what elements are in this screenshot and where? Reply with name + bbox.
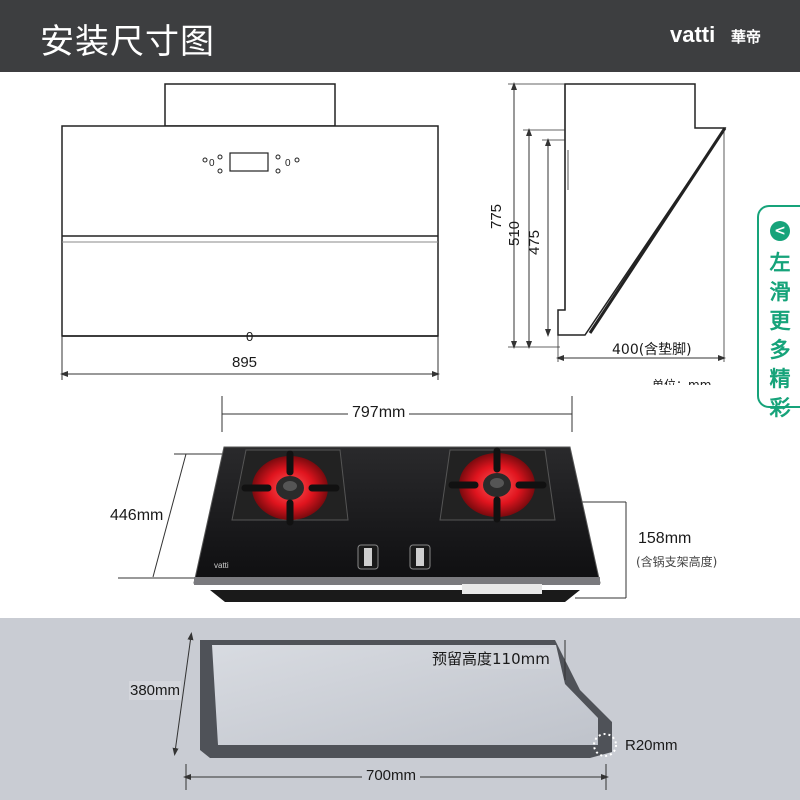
svg-text:0: 0: [209, 158, 215, 169]
left-burner: [231, 449, 349, 526]
cooktop-front-strip: [194, 577, 600, 585]
swipe-more-tab[interactable]: < 左滑更多精彩: [757, 205, 800, 420]
hood-side-profile: [557, 83, 727, 336]
cooktop-height-label: 158mm: [638, 530, 692, 547]
hood-front-view: 0 0: [60, 83, 440, 380]
hood-chimney: [164, 83, 336, 127]
page-title: 安装尺寸图: [40, 22, 215, 62]
cooktop-height-note: (含锅支架高度): [636, 555, 718, 569]
hood-body: [61, 125, 439, 337]
cutout-radius-label: R20mm: [625, 737, 678, 754]
left-knob: [357, 544, 379, 570]
hood-control-panel: 0 0: [202, 152, 300, 174]
hood-height-510: 510: [506, 220, 524, 247]
right-knob: [409, 544, 431, 570]
cooktop-label-plate: [462, 584, 542, 594]
cooktop-width-label: 797mm: [348, 404, 410, 422]
cooktop-view: [118, 396, 627, 602]
header-bar: 安装尺寸图 vatti 華帝: [0, 0, 800, 72]
cooktop-depth-dim-line: [152, 453, 187, 578]
hood-height-775: 775: [488, 203, 506, 230]
unit-label: 单位：mm: [652, 378, 712, 385]
hood-side-view: [508, 82, 727, 362]
cooktop-depth-label: 446mm: [108, 505, 166, 527]
cutout-depth-label: 380mm: [129, 681, 182, 700]
swipe-more-text: 左滑更多精彩: [769, 251, 791, 420]
hood-width-label: 895: [232, 354, 258, 371]
hood-height-475: 475: [526, 229, 544, 256]
radius-marker: [593, 733, 617, 757]
brand-name: 華帝: [731, 28, 762, 46]
brand-logo: vatti: [670, 22, 716, 47]
hood-depth-label: 400(含垫脚): [612, 342, 692, 358]
dim-380-line: [172, 632, 194, 756]
right-burner: [439, 447, 556, 523]
cutout-reserve-label: 预留高度110mm: [432, 648, 550, 669]
cutout-width-label: 700mm: [362, 767, 421, 784]
cooktop-brand-mark: vatti: [214, 561, 229, 570]
svg-text:0: 0: [285, 158, 291, 169]
hood-panel-mark: 0: [246, 329, 254, 344]
chevron-left-icon: <: [770, 221, 790, 241]
